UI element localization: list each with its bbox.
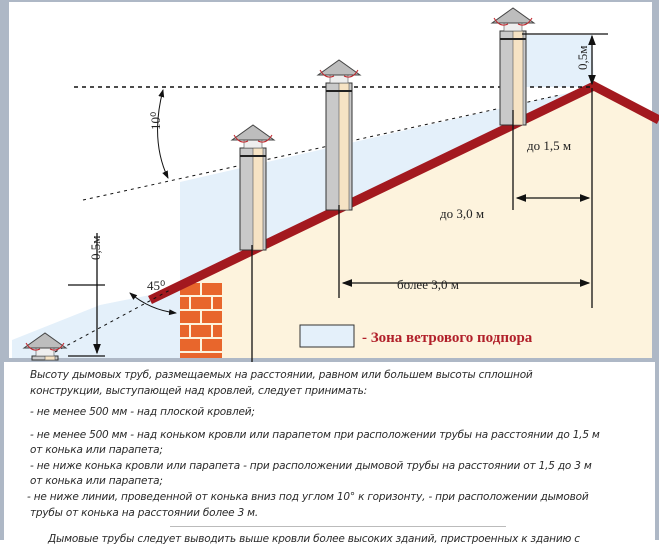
rule-4-line-2: трубы от конька на расстоянии более 3 м. xyxy=(30,507,259,519)
roof-line xyxy=(148,80,659,305)
rule-2-line-1: - не менее 500 мм - над коньком кровли и… xyxy=(30,429,600,441)
rule-2-line-2: от конька или парапета; xyxy=(30,444,163,456)
rule-1: - не менее 500 мм - над плоской кровлей; xyxy=(30,406,255,418)
distance-1-5-label: до 1,5 м xyxy=(527,138,571,153)
wind-zone-top xyxy=(505,35,594,87)
intro-line-2: конструкции, выступающей над кровлей, сл… xyxy=(30,385,368,397)
chimney-2 xyxy=(230,124,276,251)
rule-3-line-1: - не ниже конька кровли или парапета - п… xyxy=(30,460,592,472)
brick-parapet xyxy=(180,283,222,358)
angle-10-label: 10⁰ xyxy=(148,112,163,130)
legend-swatch xyxy=(299,324,355,348)
angle-10-arc xyxy=(157,89,169,179)
legend-label: - Зона ветрового подпора xyxy=(362,330,533,346)
chimney-1 xyxy=(22,332,68,361)
height-left-label: 0,5м xyxy=(88,236,103,260)
rule-3-line-2: от конька или парапета; xyxy=(30,475,163,487)
intro-line-1: Высоту дымовых труб, размещаемых на расс… xyxy=(30,369,533,381)
rule-4-line-1: - не ниже линии, проведенной от конька в… xyxy=(27,491,589,503)
house-wall xyxy=(180,87,652,358)
dimension-lines xyxy=(68,33,608,362)
divider xyxy=(170,526,506,527)
distance-more-3-0-label: более 3,0 м xyxy=(397,277,459,292)
angle-45-label: 45⁰ xyxy=(147,278,165,293)
height-right-label: 0,5м xyxy=(575,46,590,70)
distance-3-0-label: до 3,0 м xyxy=(440,206,484,221)
frame-right xyxy=(655,360,659,540)
ten-degree-line xyxy=(82,94,561,201)
chimney-4 xyxy=(490,7,536,126)
chimney-height-diagram: 10⁰ 45⁰ 0,5м 0,5м до 1,5 м до 3,0 м боле… xyxy=(0,0,659,362)
chimney-3 xyxy=(316,59,362,211)
forty-five-degree-line xyxy=(54,289,171,353)
angle-45-arc xyxy=(129,292,177,316)
frame-left xyxy=(0,360,4,540)
